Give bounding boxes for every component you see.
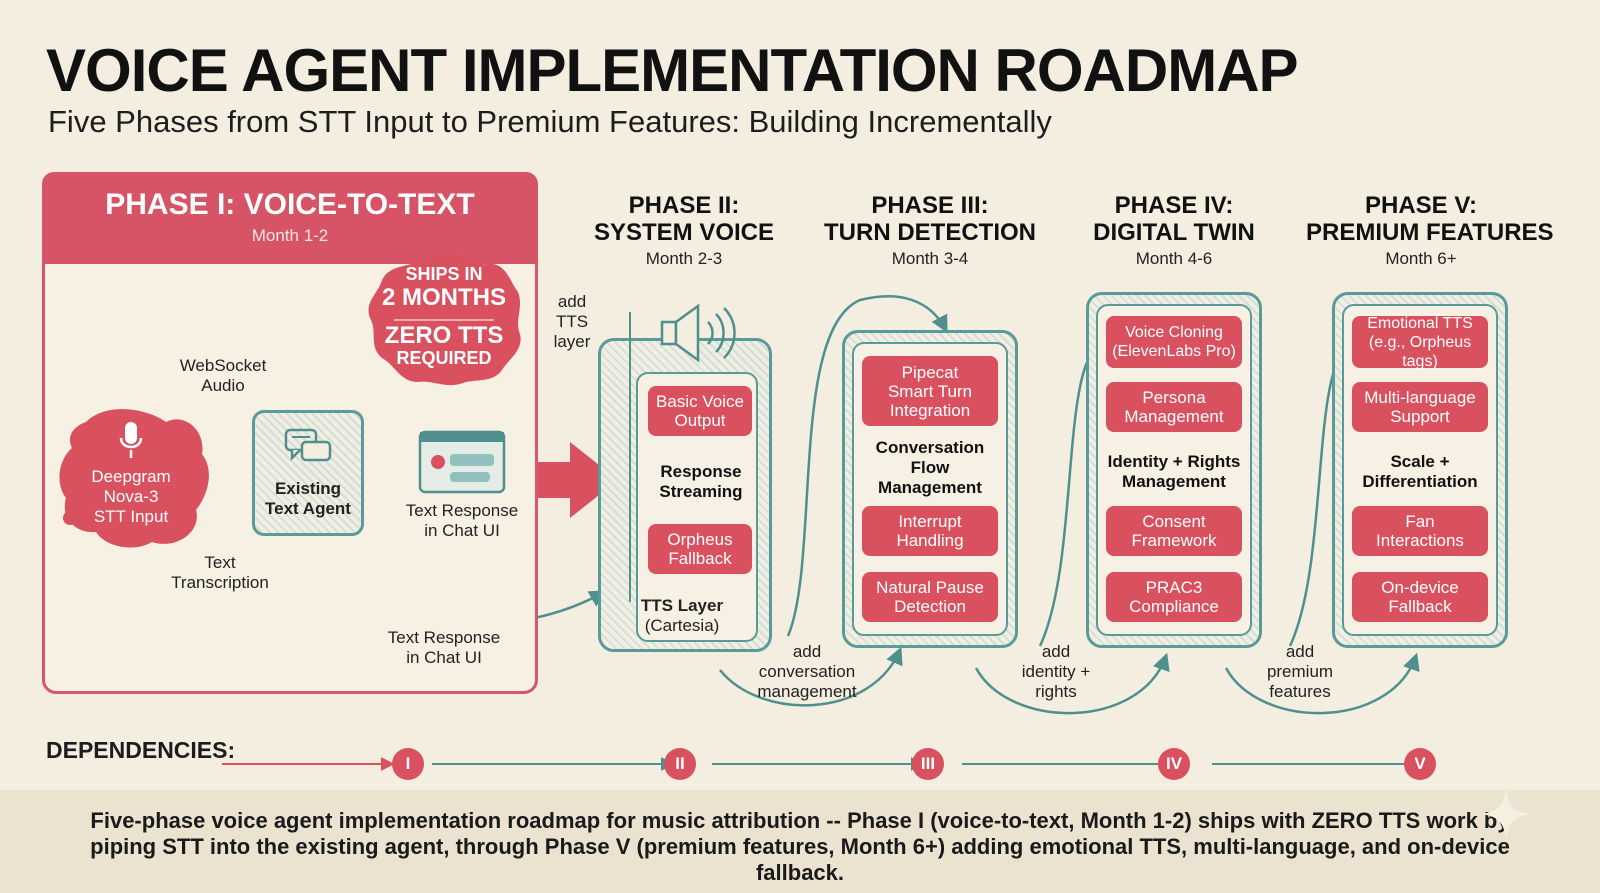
stt-input-line-3: STT Input	[93, 507, 169, 526]
agent-line-2: Text Agent	[265, 499, 351, 518]
phase2-item-1: Basic Voice Output	[648, 386, 752, 436]
dependency-node-5: V	[1404, 748, 1436, 780]
phase3-item-2: Conversation Flow Management	[875, 438, 985, 497]
phase4-item-2: Persona Management	[1106, 382, 1242, 432]
phase3-add-line-1: add	[792, 642, 822, 661]
phase4-item-1: Voice Cloning (ElevenLabs Pro)	[1106, 316, 1242, 368]
websocket-line-1: WebSocket	[179, 356, 267, 375]
stt-input-line-2: Nova-3	[103, 487, 159, 506]
phase2-footer-line-2: (Cartesia)	[644, 616, 720, 635]
phase5-add-line-3: features	[1269, 682, 1331, 701]
badge-line-2: 2 MONTHS	[381, 284, 506, 311]
phase2-item-2: Response Streaming	[659, 462, 743, 501]
badge-line-4: REQUIRED	[396, 348, 492, 368]
dependency-node-1: I	[392, 748, 424, 780]
phase3-item-1: Pipecat Smart Turn Integration	[862, 356, 998, 426]
phase3-add-line-2: conversation	[758, 662, 856, 681]
phase5-item-4: Fan Interactions	[1352, 506, 1488, 556]
phase4-add-line-1: add	[1041, 642, 1071, 661]
phase5-item-1: Emotional TTS (e.g., Orpheus tags)	[1352, 315, 1488, 370]
phase4-item-3: Identity + Rights Management	[1107, 452, 1241, 491]
dependency-node-3: III	[912, 748, 944, 780]
transcription-line-1: Text	[204, 553, 236, 572]
phase2-month: Month 2-3	[645, 249, 723, 268]
badge-line-3: ZERO TTS	[384, 322, 504, 349]
page-title: VOICE AGENT IMPLEMENTATION ROADMAP	[46, 37, 1299, 104]
phase3-item-3: Interrupt Handling	[862, 506, 998, 556]
phase5-item-3: Scale + Differentiation	[1362, 452, 1478, 491]
phase3-month: Month 3-4	[891, 249, 969, 268]
microphone-icon	[119, 422, 143, 458]
phase4-add-line-3: rights	[1035, 682, 1077, 701]
agent-line-1: Existing	[274, 479, 342, 498]
phase3-item-4: Natural Pause Detection	[862, 572, 998, 622]
phase2-title-line-1: PHASE II:	[628, 192, 740, 219]
speaker-icon	[660, 303, 736, 363]
phase4-title-line-1: PHASE IV:	[1114, 192, 1234, 219]
phase4-add-line-2: identity +	[1021, 662, 1091, 681]
phase2-add-line-1: add	[557, 292, 587, 311]
ships-badge	[368, 253, 521, 386]
response-bottom-line-2: in Chat UI	[406, 648, 482, 667]
badge-line-1: SHIPS IN	[405, 264, 483, 284]
stt-input-blob	[59, 409, 209, 548]
dependency-node-2: II	[664, 748, 696, 780]
transcription-line-2: Transcription	[171, 573, 269, 592]
phase3-title-line-2: TURN DETECTION	[824, 219, 1036, 246]
phase4-item-4: Consent Framework	[1106, 506, 1242, 556]
phase5-add-line-2: premium	[1266, 662, 1334, 681]
phase3-title-line-1: PHASE III:	[871, 192, 989, 219]
phase1-title: PHASE I: VOICE-TO-TEXT	[105, 188, 475, 221]
phase-transition-arrow	[524, 442, 618, 518]
phase5-item-5: On-device Fallback	[1352, 572, 1488, 622]
caption-bar	[0, 790, 1600, 893]
response-line-2: in Chat UI	[424, 521, 500, 540]
stt-input-line-1: Deepgram	[91, 467, 171, 486]
dependencies-label: DEPENDENCIES:	[46, 737, 236, 763]
phase2-edge-line	[629, 312, 631, 602]
chat-bubbles-icon	[284, 428, 332, 462]
phase1-header	[42, 172, 538, 264]
phase1-month: Month 1-2	[251, 226, 329, 245]
phase5-title-line-2: PREMIUM FEATURES	[1306, 219, 1554, 246]
dependency-node-4: IV	[1158, 748, 1190, 780]
phase4-item-5: PRAC3 Compliance	[1106, 572, 1242, 622]
page-subtitle: Five Phases from STT Input to Premium Fe…	[48, 104, 1052, 139]
phase2-item-3: Orpheus Fallback	[648, 524, 752, 574]
response-bottom-line-1: Text Response	[387, 628, 501, 647]
chat-window-icon	[418, 430, 506, 494]
phase4-month: Month 4-6	[1135, 249, 1213, 268]
response-line-1: Text Response	[405, 501, 519, 520]
phase5-month: Month 6+	[1385, 249, 1457, 268]
phase4-title-line-2: DIGITAL TWIN	[1093, 219, 1255, 246]
phase5-item-2: Multi-language Support	[1352, 382, 1488, 432]
phase2-add-line-3: layer	[553, 332, 591, 351]
phase5-add-line-1: add	[1285, 642, 1315, 661]
phase2-title-line-2: SYSTEM VOICE	[593, 219, 775, 246]
phase2-footer-line-1: TTS Layer	[640, 596, 724, 615]
phase3-add-line-3: management	[757, 682, 857, 701]
phase2-add-line-2: TTS	[555, 312, 589, 331]
websocket-line-2: Audio	[201, 376, 245, 395]
sparkle-icon	[1480, 788, 1532, 840]
caption-text: Five-phase voice agent implementation ro…	[90, 808, 1510, 885]
phase5-title-line-1: PHASE V:	[1364, 192, 1478, 219]
